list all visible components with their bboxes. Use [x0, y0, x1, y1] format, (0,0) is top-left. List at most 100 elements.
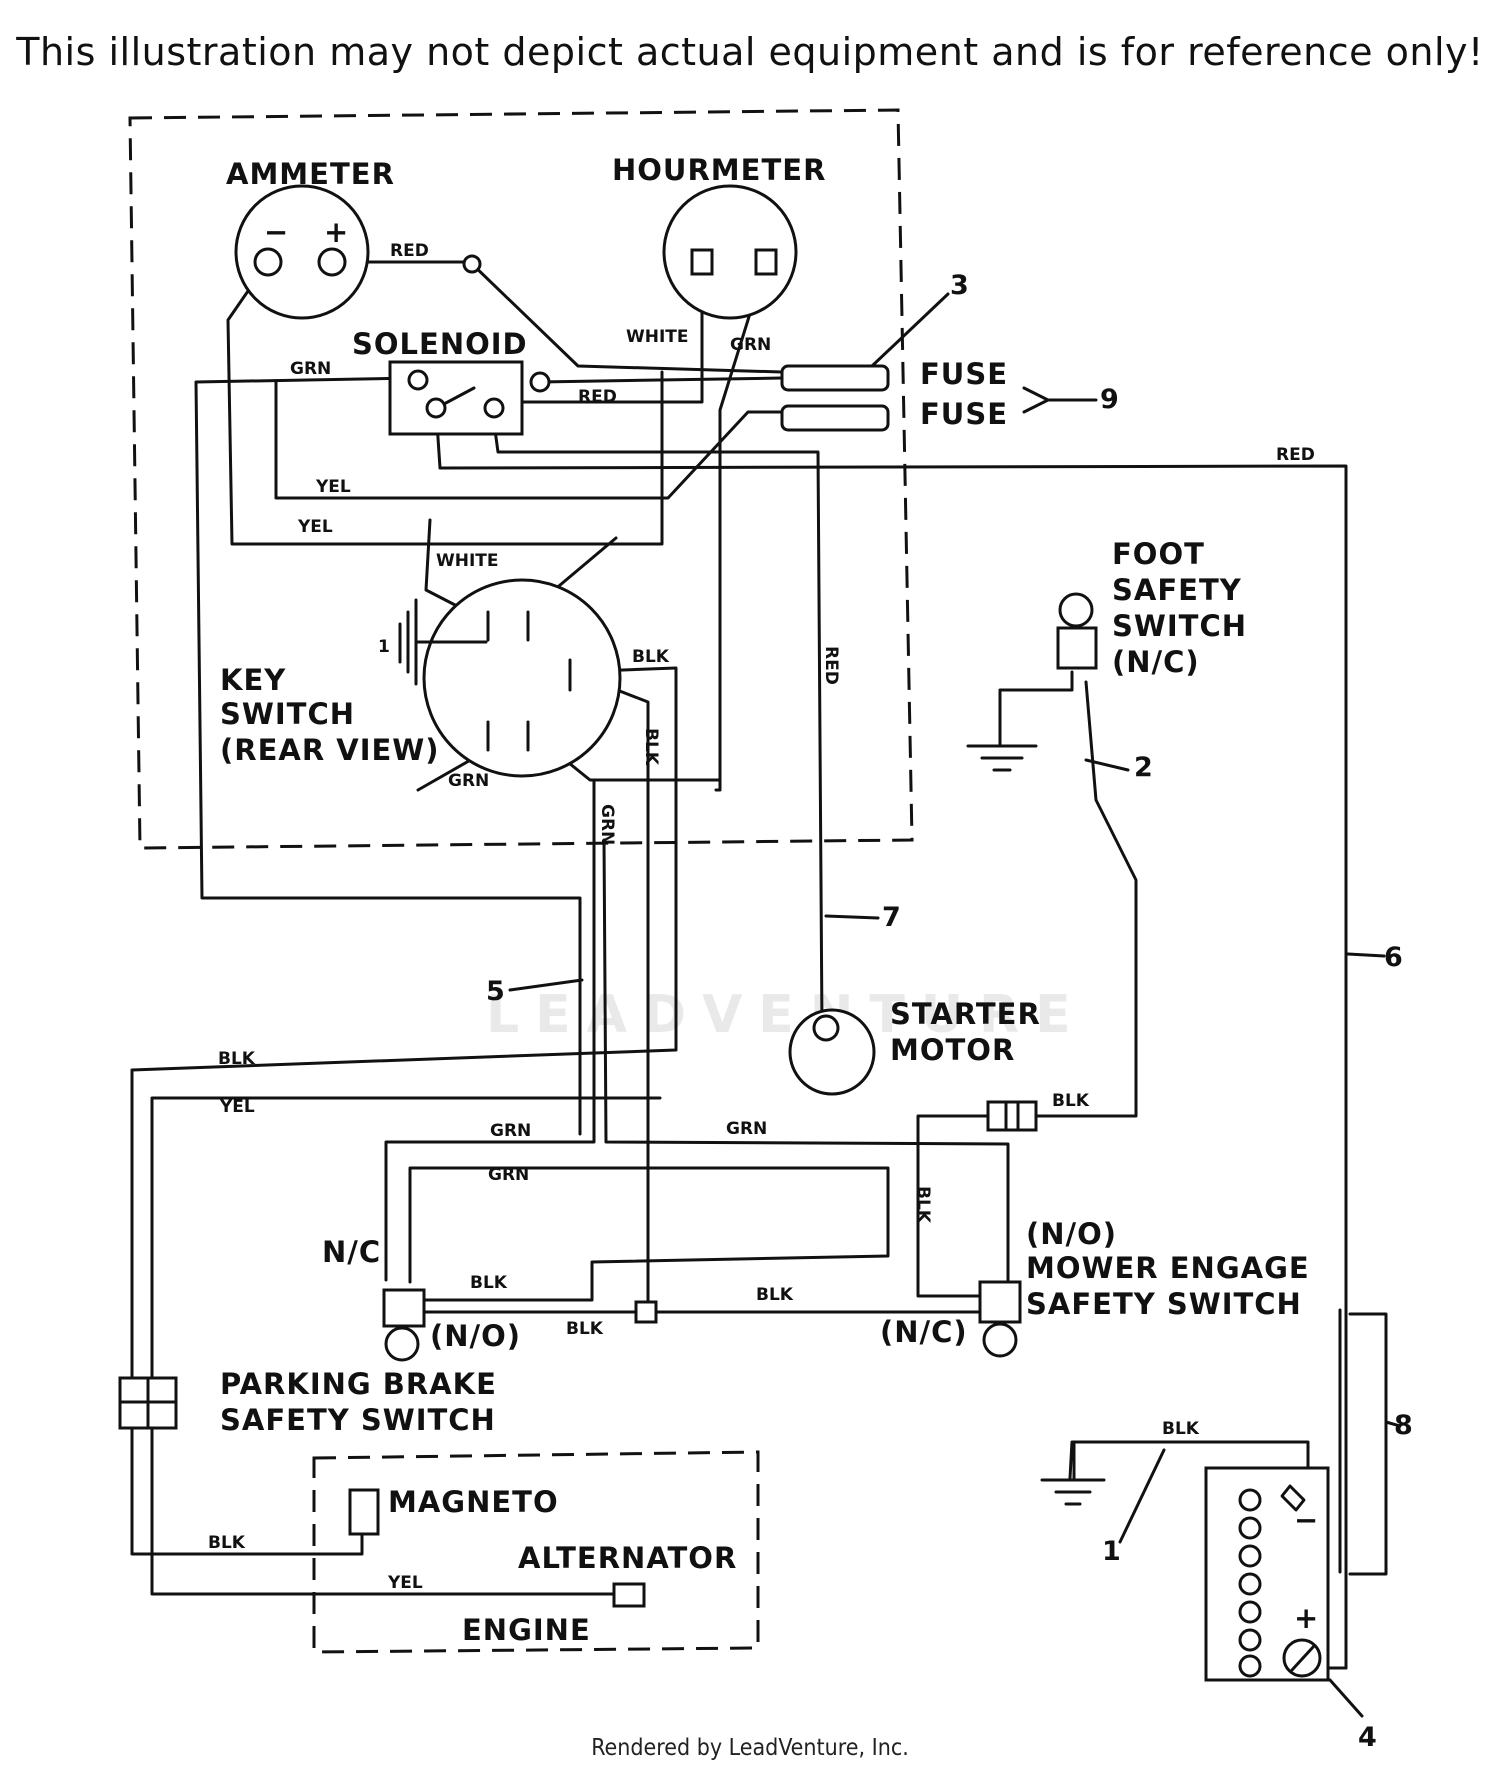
- battery-plus: +: [1294, 1601, 1319, 1635]
- dash-panel-boundary: [128, 108, 914, 850]
- label-starter-2: MOTOR: [890, 1033, 1015, 1067]
- leader-6: [1346, 952, 1386, 958]
- label-engine: ENGINE: [462, 1613, 591, 1647]
- ground-symbol-battery: [1040, 1478, 1106, 1506]
- ammeter-gauge: [234, 184, 370, 320]
- wl-blk-key: BLK: [632, 647, 670, 667]
- callout-8: 8: [1394, 1410, 1413, 1441]
- battery-body: [1204, 1466, 1330, 1682]
- callout-2: 2: [1134, 752, 1153, 783]
- wire-batt-ground: [1068, 1440, 1310, 1480]
- state-nc-right: (N/C): [880, 1315, 968, 1349]
- leader-2: [1084, 758, 1130, 772]
- wire-grn-hour: [714, 260, 768, 792]
- callout-7: 7: [882, 902, 901, 933]
- leader-1: [1118, 1448, 1166, 1544]
- wl-grn-hour: GRN: [730, 335, 771, 355]
- key-ground-mark: 1: [378, 637, 390, 657]
- wl-white-hour: WHITE: [626, 327, 689, 347]
- label-pb-2: SAFETY SWITCH: [220, 1403, 496, 1437]
- wl-grn-mid3: GRN: [488, 1165, 529, 1185]
- wire-grn-mid: [396, 1166, 890, 1302]
- grounds: [398, 598, 1106, 1506]
- fuse-1-body: [780, 364, 890, 392]
- label-hourmeter: HOURMETER: [612, 153, 826, 187]
- wl-blk-pb1: BLK: [470, 1273, 508, 1293]
- label-mower-2: MOWER ENGAGE: [1026, 1251, 1310, 1285]
- wl-yel-1: YEL: [315, 477, 351, 497]
- wl-yel-2: YEL: [297, 517, 333, 537]
- connector-foot: [986, 1100, 1038, 1132]
- connector-left: [118, 1376, 178, 1430]
- wl-white-key: WHITE: [436, 551, 499, 571]
- wire-blk-vert: [610, 686, 650, 1314]
- label-pb-1: PARKING BRAKE: [220, 1367, 497, 1401]
- wl-blk-vertical: BLK: [641, 728, 661, 766]
- fuse-2-body: [780, 404, 890, 432]
- wl-red-solenoid: RED: [578, 387, 617, 407]
- ground-symbol-foot: [966, 740, 1038, 772]
- callout-6: 6: [1384, 942, 1403, 973]
- label-foot-4: (N/C): [1112, 645, 1200, 679]
- leader-9: [1022, 386, 1098, 414]
- label-solenoid: SOLENOID: [352, 327, 528, 361]
- parking-brake-switch-body: [382, 1288, 426, 1362]
- wl-blk-foot: BLK: [1052, 1091, 1090, 1111]
- label-starter-1: STARTER: [890, 997, 1041, 1031]
- wire-red-solenoid: [538, 376, 784, 384]
- label-key-switch-3: (REAR VIEW): [220, 733, 440, 767]
- wl-blk-magneto: BLK: [208, 1533, 246, 1553]
- leader-5: [508, 978, 584, 992]
- footer-credit: Rendered by LeadVenture, Inc.: [591, 1735, 909, 1761]
- callout-5: 5: [486, 976, 505, 1007]
- label-key-switch-1: KEY: [220, 663, 286, 697]
- hourmeter-gauge: [662, 184, 798, 320]
- wire-blk-to-mower: [916, 1114, 992, 1298]
- wire-cable-8: [1348, 1312, 1388, 1576]
- wire-blk-key: [130, 666, 678, 1556]
- label-foot-1: FOOT: [1112, 537, 1205, 571]
- battery-minus: −: [1294, 1503, 1319, 1537]
- wire-foot-ground: [998, 670, 1074, 744]
- label-alternator: ALTERNATOR: [518, 1541, 737, 1575]
- callout-1: 1: [1102, 1536, 1121, 1567]
- callout-3: 3: [950, 270, 969, 301]
- state-no-left: (N/O): [430, 1319, 521, 1353]
- callout-4: 4: [1358, 1722, 1377, 1753]
- label-magneto: MAGNETO: [388, 1485, 559, 1519]
- label-foot-2: SAFETY: [1112, 573, 1242, 607]
- wire-yel-1: [274, 380, 784, 500]
- wl-blk-vertical2: BLK: [913, 1186, 933, 1224]
- label-mower-1: (N/O): [1026, 1217, 1117, 1251]
- wl-red-vertical: RED: [821, 646, 841, 685]
- wire-red-ammeter: [341, 260, 784, 374]
- alternator-body: [612, 1582, 646, 1608]
- wl-yel-left: YEL: [219, 1097, 255, 1117]
- wl-blk-pb3: BLK: [566, 1319, 604, 1339]
- disclaimer-text: This illustration may not depict actual …: [16, 30, 1484, 74]
- label-ammeter: AMMETER: [226, 157, 395, 191]
- wire-yel-ammeter: [226, 260, 664, 546]
- wire-yel-left: [150, 1096, 662, 1596]
- wire-grn-vertical: [384, 778, 596, 1282]
- solenoid-box: [388, 360, 551, 436]
- wire-grn-solenoid: [194, 376, 582, 1136]
- magneto-body: [348, 1488, 380, 1536]
- wl-grn-mid2: GRN: [726, 1119, 767, 1139]
- watermark: LEADVENTURE: [486, 985, 1087, 1045]
- wl-grn-key: GRN: [448, 771, 489, 791]
- junction-red: [462, 254, 482, 274]
- ammeter-minus: −: [264, 215, 289, 249]
- label-mower-3: SAFETY SWITCH: [1026, 1287, 1302, 1321]
- wl-blk-battery: BLK: [1162, 1419, 1200, 1439]
- wl-blk-pb2: BLK: [756, 1285, 794, 1305]
- wl-grn-mid1: GRN: [490, 1121, 531, 1141]
- leader-4: [1328, 1678, 1364, 1718]
- label-fuse-2: FUSE: [920, 397, 1008, 431]
- leader-7: [824, 914, 880, 920]
- callout-leaders: [508, 292, 1402, 1718]
- ammeter-plus: +: [324, 215, 349, 249]
- wl-red-right: RED: [1276, 445, 1315, 465]
